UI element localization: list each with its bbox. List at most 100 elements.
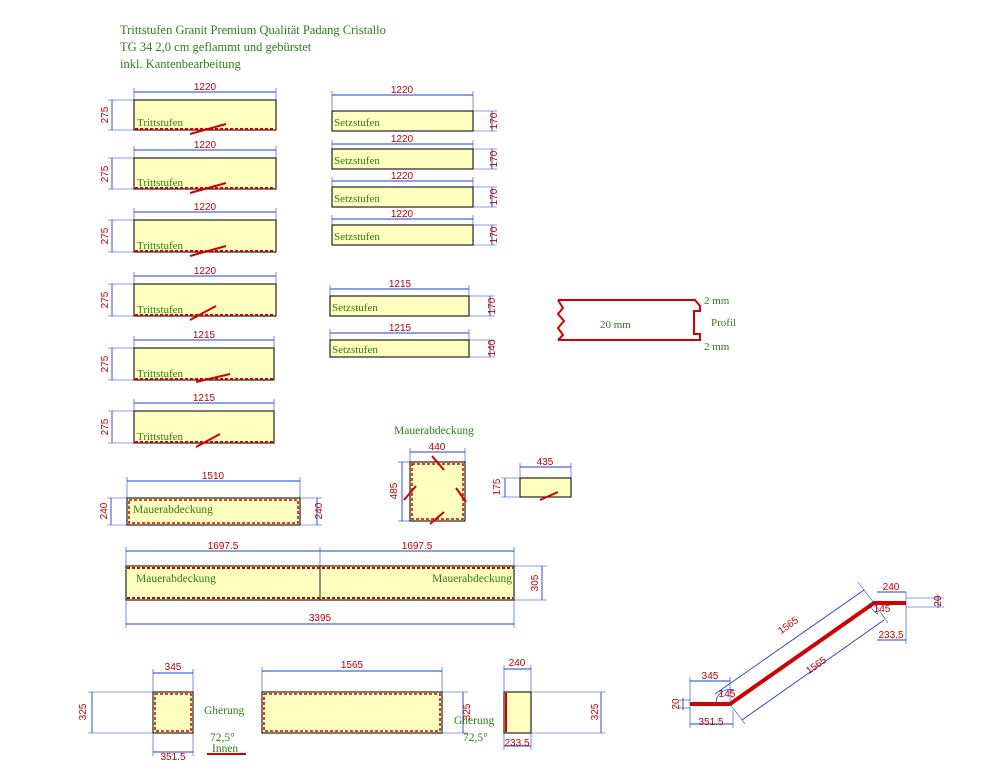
stair-section: 1565 1565 240 233.5 145 20 345 145 351.5… <box>671 581 944 728</box>
trittstufe-5-width: 1215 <box>193 330 216 341</box>
bottom-piece-345: 345 325 351.5 Gherung 72,5° Innen <box>78 662 246 763</box>
stair-right-height: 20 <box>933 595 944 607</box>
stair-bottom-width: 345 <box>702 671 719 682</box>
trittstufe-2-label: Trittstufen <box>137 177 184 189</box>
setzstufe-3-label: Setzstufen <box>334 193 380 205</box>
trittstufe-6: 1215 275 Trittstufen <box>100 393 275 448</box>
setzstufe-4-width: 1220 <box>391 209 414 220</box>
mauerabdeckung-long-label-left: Mauerabdeckung <box>136 573 216 585</box>
stair-bottom-width-bottom: 351.5 <box>698 717 723 728</box>
bottom-piece-240-width: 240 <box>509 658 526 669</box>
mauerabdeckung-square-width: 440 <box>429 442 446 453</box>
mauerabdeckung-small-width: 435 <box>537 457 554 468</box>
setzstufe-2-label: Setzstufen <box>334 155 380 167</box>
setzstufe-2-width: 1220 <box>391 134 414 145</box>
setzstufe-5-height: 170 <box>487 297 498 314</box>
setzstufe-6-label: Setzstufen <box>332 344 378 356</box>
setzstufe-6-width: 1215 <box>389 323 412 334</box>
setzstufe-6: 1215 140 Setzstufen <box>329 323 498 358</box>
mauerabdeckung-long-width-left: 1697.5 <box>208 541 239 552</box>
mauerabdeckung-square-title: Mauerabdeckung <box>394 425 474 437</box>
profile-bottom-bevel: 2 mm <box>704 341 730 353</box>
stair-bottom-angle: 145 <box>719 689 736 700</box>
setzstufe-4-height: 170 <box>489 226 500 243</box>
gherung-right-angle: 72,5° <box>463 732 488 744</box>
trittstufe-5: 1215 275 Trittstufen <box>100 330 275 383</box>
stair-top-angle: 145 <box>874 604 891 615</box>
gherung-left-side: Innen <box>212 743 238 755</box>
setzstufe-2: 1220 170 Setzstufen <box>331 134 500 170</box>
trittstufe-2-height: 275 <box>100 165 111 182</box>
profile-label: Profil <box>711 317 736 329</box>
trittstufe-3-height: 275 <box>100 227 111 244</box>
setzstufe-5: 1215 170 Setzstufen <box>329 279 498 317</box>
setzstufe-3-height: 170 <box>489 188 500 205</box>
mauerabdeckung-square-height: 485 <box>389 482 400 499</box>
header-title: Trittstufen Granit Premium Qualität Pada… <box>120 23 386 37</box>
trittstufe-6-label: Trittstufen <box>137 431 184 443</box>
bottom-piece-240-height: 325 <box>590 703 601 720</box>
trittstufe-4: 1220 275 Trittstufen <box>100 266 277 321</box>
drawing-header: Trittstufen Granit Premium Qualität Pada… <box>120 22 386 73</box>
mauerabdeckung-1510-height-left: 240 <box>99 502 110 519</box>
setzstufe-1: 1220 170 Setzstufen <box>331 85 500 132</box>
trittstufe-4-height: 275 <box>100 291 111 308</box>
trittstufe-4-width: 1220 <box>194 266 217 277</box>
trittstufe-5-label: Trittstufen <box>137 368 184 380</box>
setzstufe-6-height: 140 <box>487 339 498 356</box>
mauerabdeckung-long-total: 3395 <box>309 613 332 624</box>
stair-upper-length: 1565 <box>776 615 801 637</box>
setzstufe-2-height: 170 <box>489 150 500 167</box>
gherung-left-angle: 72,5° <box>210 732 235 744</box>
mauerabdeckung-1510-height-right: 240 <box>314 502 325 519</box>
bottom-piece-1565-width: 1565 <box>341 660 364 671</box>
bottom-piece-345-height: 325 <box>78 703 89 720</box>
setzstufe-4-label: Setzstufen <box>334 231 380 243</box>
header-note: inkl. Kantenbearbeitung <box>120 57 241 71</box>
bottom-piece-240-width-bottom: 233.5 <box>504 738 529 749</box>
header-material: TG 34 2,0 cm geflammt und gebürstet <box>120 40 312 54</box>
trittstufe-5-height: 275 <box>100 355 111 372</box>
mauerabdeckung-small: 435 175 <box>492 457 572 501</box>
mauerabdeckung-small-height: 175 <box>492 478 503 495</box>
setzstufe-3-width: 1220 <box>391 171 414 182</box>
mauerabdeckung-long-label-right: Mauerabdeckung <box>432 573 512 585</box>
mauerabdeckung-1510: 1510 240 240 Mauerabdeckung <box>99 471 325 526</box>
stair-top-width-bottom: 233.5 <box>878 630 903 641</box>
trittstufe-6-height: 275 <box>100 418 111 435</box>
gherung-right-label: Gherung <box>454 715 494 727</box>
stair-lower-length: 1565 <box>804 655 829 677</box>
setzstufe-1-height: 170 <box>489 112 500 129</box>
bottom-piece-240: 240 325 233.5 <box>503 658 606 750</box>
trittstufe-3-label: Trittstufen <box>137 240 184 252</box>
profile-thickness: 20 mm <box>600 319 631 331</box>
stair-left-height: 20 <box>671 698 682 710</box>
trittstufe-4-label: Trittstufen <box>137 304 184 316</box>
trittstufe-1-label: Trittstufen <box>137 117 184 129</box>
setzstufe-3: 1220 170 Setzstufen <box>331 171 500 208</box>
setzstufe-5-label: Setzstufen <box>332 302 378 314</box>
profile-detail: 20 mm 2 mm Profil 2 mm <box>556 295 736 353</box>
trittstufe-3: 1220 275 Trittstufen <box>100 202 277 257</box>
trittstufe-6-width: 1215 <box>193 393 216 404</box>
trittstufe-3-width: 1220 <box>194 202 217 213</box>
mauerabdeckung-long-height: 305 <box>530 574 541 591</box>
mauerabdeckung-1510-width: 1510 <box>202 471 225 482</box>
bottom-piece-345-width: 345 <box>165 662 182 673</box>
setzstufe-1-width: 1220 <box>391 85 414 96</box>
setzstufe-4: 1220 170 Setzstufen <box>331 209 500 246</box>
profile-top-bevel: 2 mm <box>704 295 730 307</box>
bottom-piece-345-width-bottom: 351.5 <box>160 752 185 763</box>
mauerabdeckung-1510-label: Mauerabdeckung <box>133 504 213 516</box>
setzstufe-5-width: 1215 <box>389 279 412 290</box>
bottom-piece-1565: 1565 325 Gherung 72,5° <box>261 660 494 744</box>
trittstufe-1-height: 275 <box>100 106 111 123</box>
trittstufe-2-width: 1220 <box>194 140 217 151</box>
mauerabdeckung-long-width-right: 1697.5 <box>402 541 433 552</box>
setzstufe-1-label: Setzstufen <box>334 117 380 129</box>
gherung-left-label: Gherung <box>204 705 244 717</box>
trittstufe-1: 1220 275 Trittstufen <box>100 82 277 135</box>
trittstufe-1-width: 1220 <box>194 82 217 93</box>
trittstufe-2: 1220 275 Trittstufen <box>100 140 277 194</box>
